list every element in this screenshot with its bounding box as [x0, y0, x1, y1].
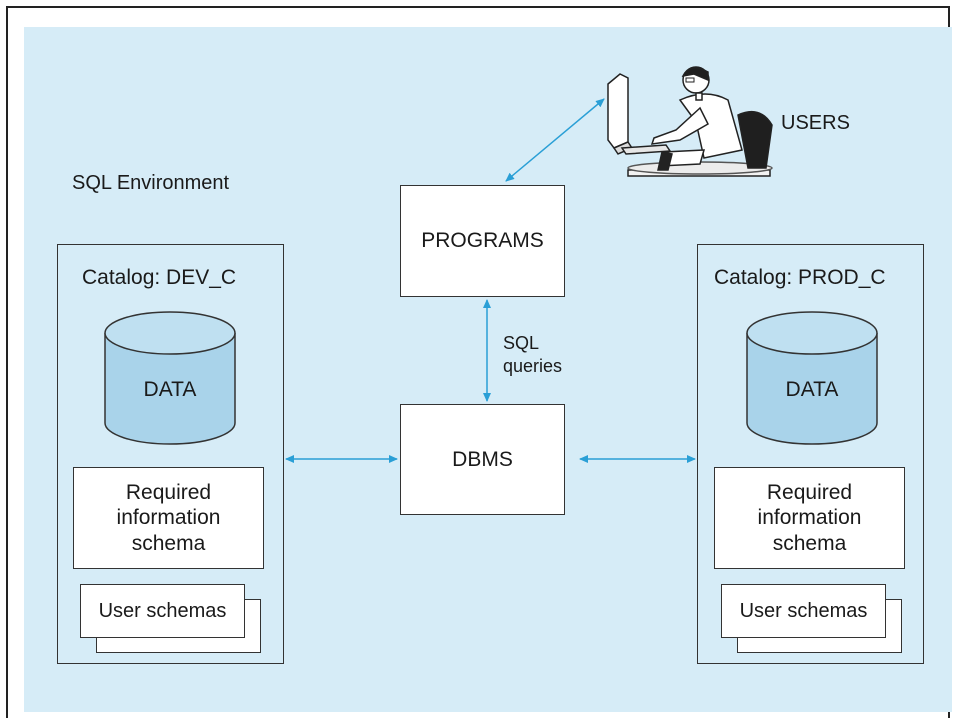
- dbms-label: DBMS: [452, 447, 513, 471]
- dbms-box: DBMS: [400, 404, 565, 515]
- user-at-computer-icon: [607, 66, 773, 177]
- programs-box: PROGRAMS: [400, 185, 565, 297]
- catalog-dev-data-cylinder: [104, 311, 236, 445]
- users-label: USERS: [781, 112, 850, 134]
- catalog-prod: [697, 244, 924, 664]
- catalog-prod-required-schema-label: Required information schema: [757, 481, 862, 555]
- programs-label: PROGRAMS: [421, 229, 544, 252]
- catalog-dev-user-schemas-label: User schemas: [98, 599, 227, 622]
- catalog-dev-user-schemas: User schemas: [80, 584, 245, 638]
- sql-queries-line1: SQL: [503, 333, 540, 353]
- catalog-prod-user-schemas-label: User schemas: [739, 599, 868, 622]
- catalog-prod-title: Catalog: PROD_C: [714, 266, 886, 289]
- catalog-prod-required-schema: Required information schema: [714, 467, 905, 569]
- sql-environment-label: SQL Environment: [72, 172, 230, 194]
- catalog-dev-title: Catalog: DEV_C: [82, 266, 237, 289]
- catalog-prod-data-cylinder: [746, 311, 878, 445]
- catalog-dev-required-schema: Required information schema: [73, 467, 264, 569]
- catalog-dev-data-label: DATA: [143, 378, 197, 401]
- catalog-dev: [57, 244, 284, 664]
- catalog-prod-data-label: DATA: [785, 378, 839, 401]
- arrow-users-programs: [505, 98, 605, 182]
- sql-queries-line2: queries: [503, 355, 563, 376]
- catalog-prod-user-schemas: User schemas: [721, 584, 886, 638]
- catalog-dev-required-schema-label: Required information schema: [116, 481, 221, 555]
- sql-queries-label: SQL queries: [503, 332, 562, 377]
